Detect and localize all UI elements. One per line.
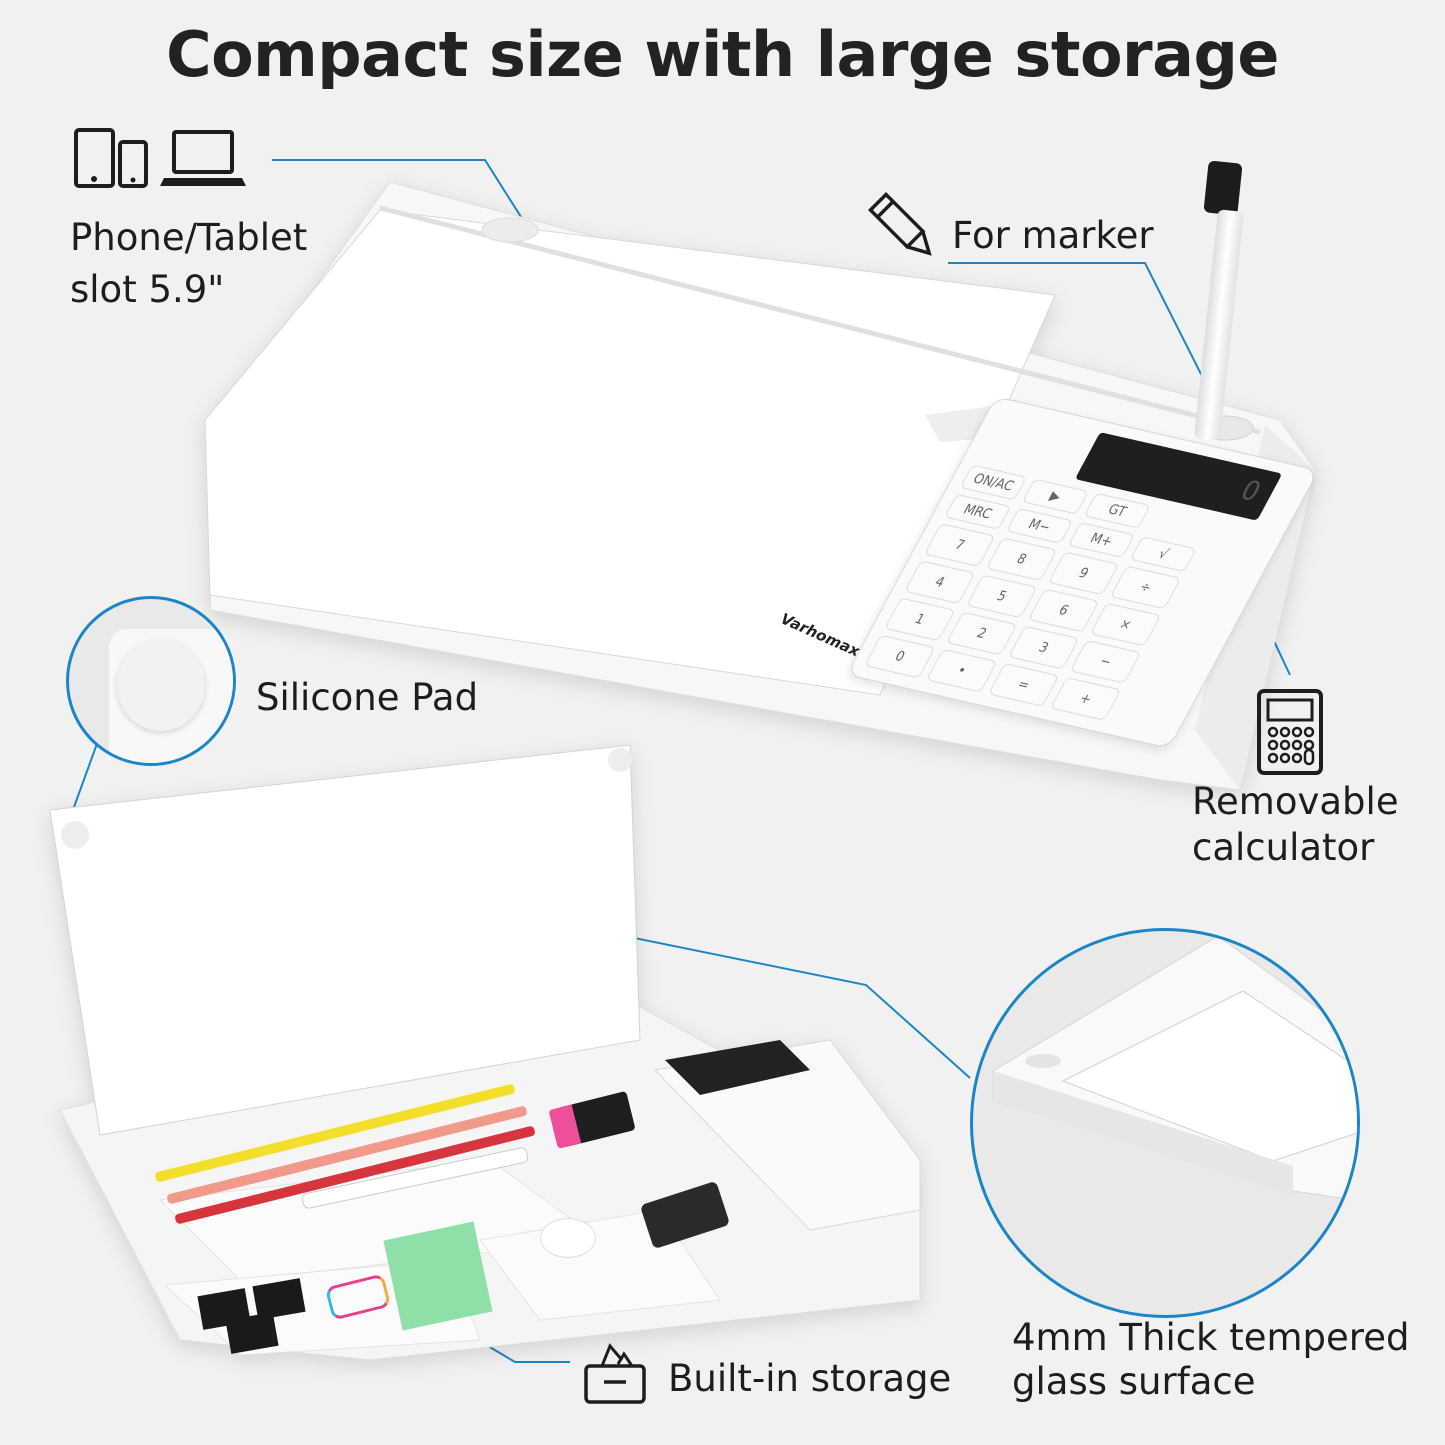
calc-key-multiply[interactable]: ×: [1089, 602, 1162, 647]
calc-key-4[interactable]: 4: [904, 560, 976, 605]
calc-key-3[interactable]: 3: [1007, 625, 1080, 670]
marker-cap: [1203, 160, 1243, 216]
glass-label-line2: glass surface: [1012, 1360, 1256, 1403]
calculator-label-line2: calculator: [1192, 826, 1375, 869]
calc-key-minus[interactable]: −: [1069, 639, 1142, 684]
page-title: Compact size with large storage: [166, 18, 1279, 91]
calc-key-m-minus[interactable]: M−: [1005, 507, 1074, 544]
phone-slot-label-line1: Phone/Tablet: [70, 216, 308, 259]
pencil-icon: [867, 191, 932, 256]
marker-label: For marker: [952, 214, 1154, 257]
desk-organizer-open: [49, 744, 921, 1360]
calc-key-dot[interactable]: •: [926, 648, 998, 693]
calc-key-play[interactable]: ▶: [1021, 478, 1089, 515]
calc-key-6[interactable]: 6: [1027, 588, 1100, 633]
calc-key-equals[interactable]: =: [987, 662, 1060, 707]
calc-key-1[interactable]: 1: [884, 597, 956, 642]
calc-key-plus[interactable]: +: [1049, 677, 1122, 721]
calculator-label-line1: Removable: [1192, 780, 1399, 823]
phone-slot-label-line2: slot 5.9": [70, 268, 225, 311]
calc-key-2[interactable]: 2: [945, 611, 1018, 656]
devices-icon: [74, 128, 246, 188]
silicone-pad-inset: [66, 596, 236, 766]
glass-inset: [970, 928, 1360, 1318]
binder-clips: [197, 1278, 310, 1354]
storage-label: Built-in storage: [668, 1357, 952, 1400]
calc-key-sqrt[interactable]: √: [1129, 536, 1198, 573]
earbuds: [540, 1218, 596, 1258]
desk-organizer-closed: [204, 181, 1316, 791]
storage-box-icon: [584, 1343, 646, 1404]
calc-key-m-plus[interactable]: M+: [1067, 522, 1136, 559]
calc-key-9[interactable]: 9: [1047, 551, 1120, 596]
glass-label-line1: 4mm Thick tempered: [1012, 1316, 1410, 1359]
calc-key-mrc[interactable]: MRC: [944, 493, 1012, 530]
silicone-pad-icon: [117, 639, 205, 731]
silicone-pad-label: Silicone Pad: [256, 676, 479, 719]
calc-key-on-ac[interactable]: ON/AC: [959, 464, 1028, 501]
calc-key-7[interactable]: 7: [924, 523, 996, 567]
calculator-icon: [1257, 689, 1323, 775]
calc-key-gt[interactable]: GT: [1083, 492, 1151, 529]
calc-key-0[interactable]: 0: [864, 634, 936, 679]
sticky-notes: [383, 1221, 493, 1331]
calc-key-divide[interactable]: ÷: [1109, 565, 1182, 610]
calc-key-8[interactable]: 8: [985, 537, 1058, 582]
calc-key-5[interactable]: 5: [965, 574, 1038, 619]
